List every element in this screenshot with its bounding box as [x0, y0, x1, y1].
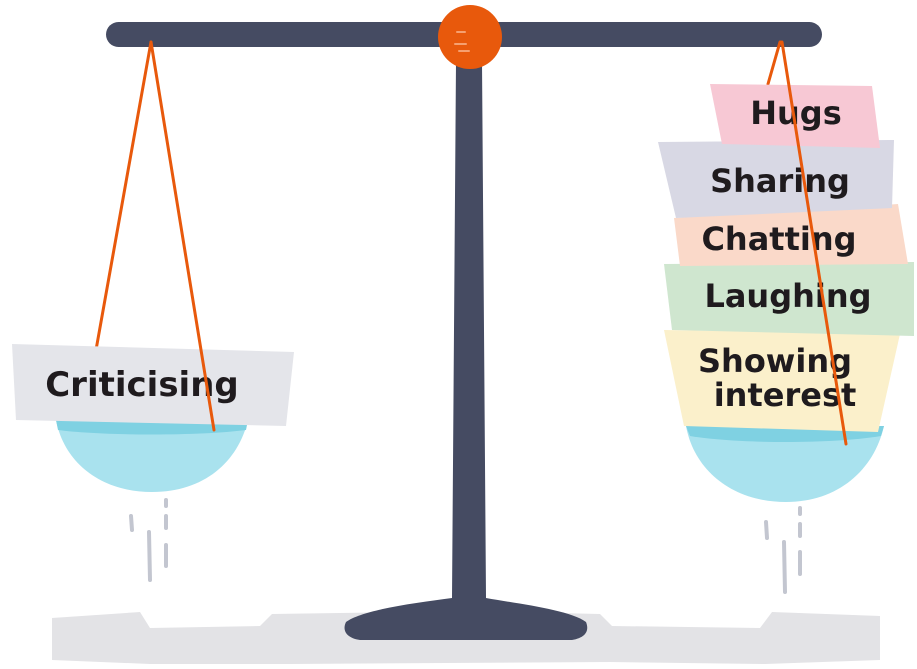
left-drips	[129, 498, 168, 582]
left-rope-back	[94, 40, 153, 352]
card-laughing-label: Laughing	[704, 277, 871, 315]
left-rope-front	[149, 40, 216, 432]
card-sharing: Sharing	[658, 140, 894, 218]
pivot-knob	[438, 5, 502, 69]
card-showing-interest-line2: interest	[714, 376, 857, 414]
card-chatting: Chatting	[674, 204, 908, 266]
scale-stand	[344, 59, 588, 640]
right-rope-back	[766, 40, 782, 86]
card-showing-interest-line1: Showing	[698, 342, 852, 380]
right-pan: Showing interest Laughing Chatting Shari…	[658, 40, 914, 502]
left-pan: Criticising	[12, 40, 294, 492]
card-laughing: Laughing	[664, 262, 914, 336]
card-showing-interest: Showing interest	[664, 330, 900, 432]
card-chatting-label: Chatting	[701, 220, 856, 258]
right-bowl	[686, 426, 884, 502]
card-sharing-label: Sharing	[710, 162, 850, 200]
right-rope-front	[780, 40, 848, 446]
right-drips	[764, 506, 802, 594]
left-bowl	[56, 420, 248, 492]
card-criticising: Criticising	[12, 344, 294, 426]
